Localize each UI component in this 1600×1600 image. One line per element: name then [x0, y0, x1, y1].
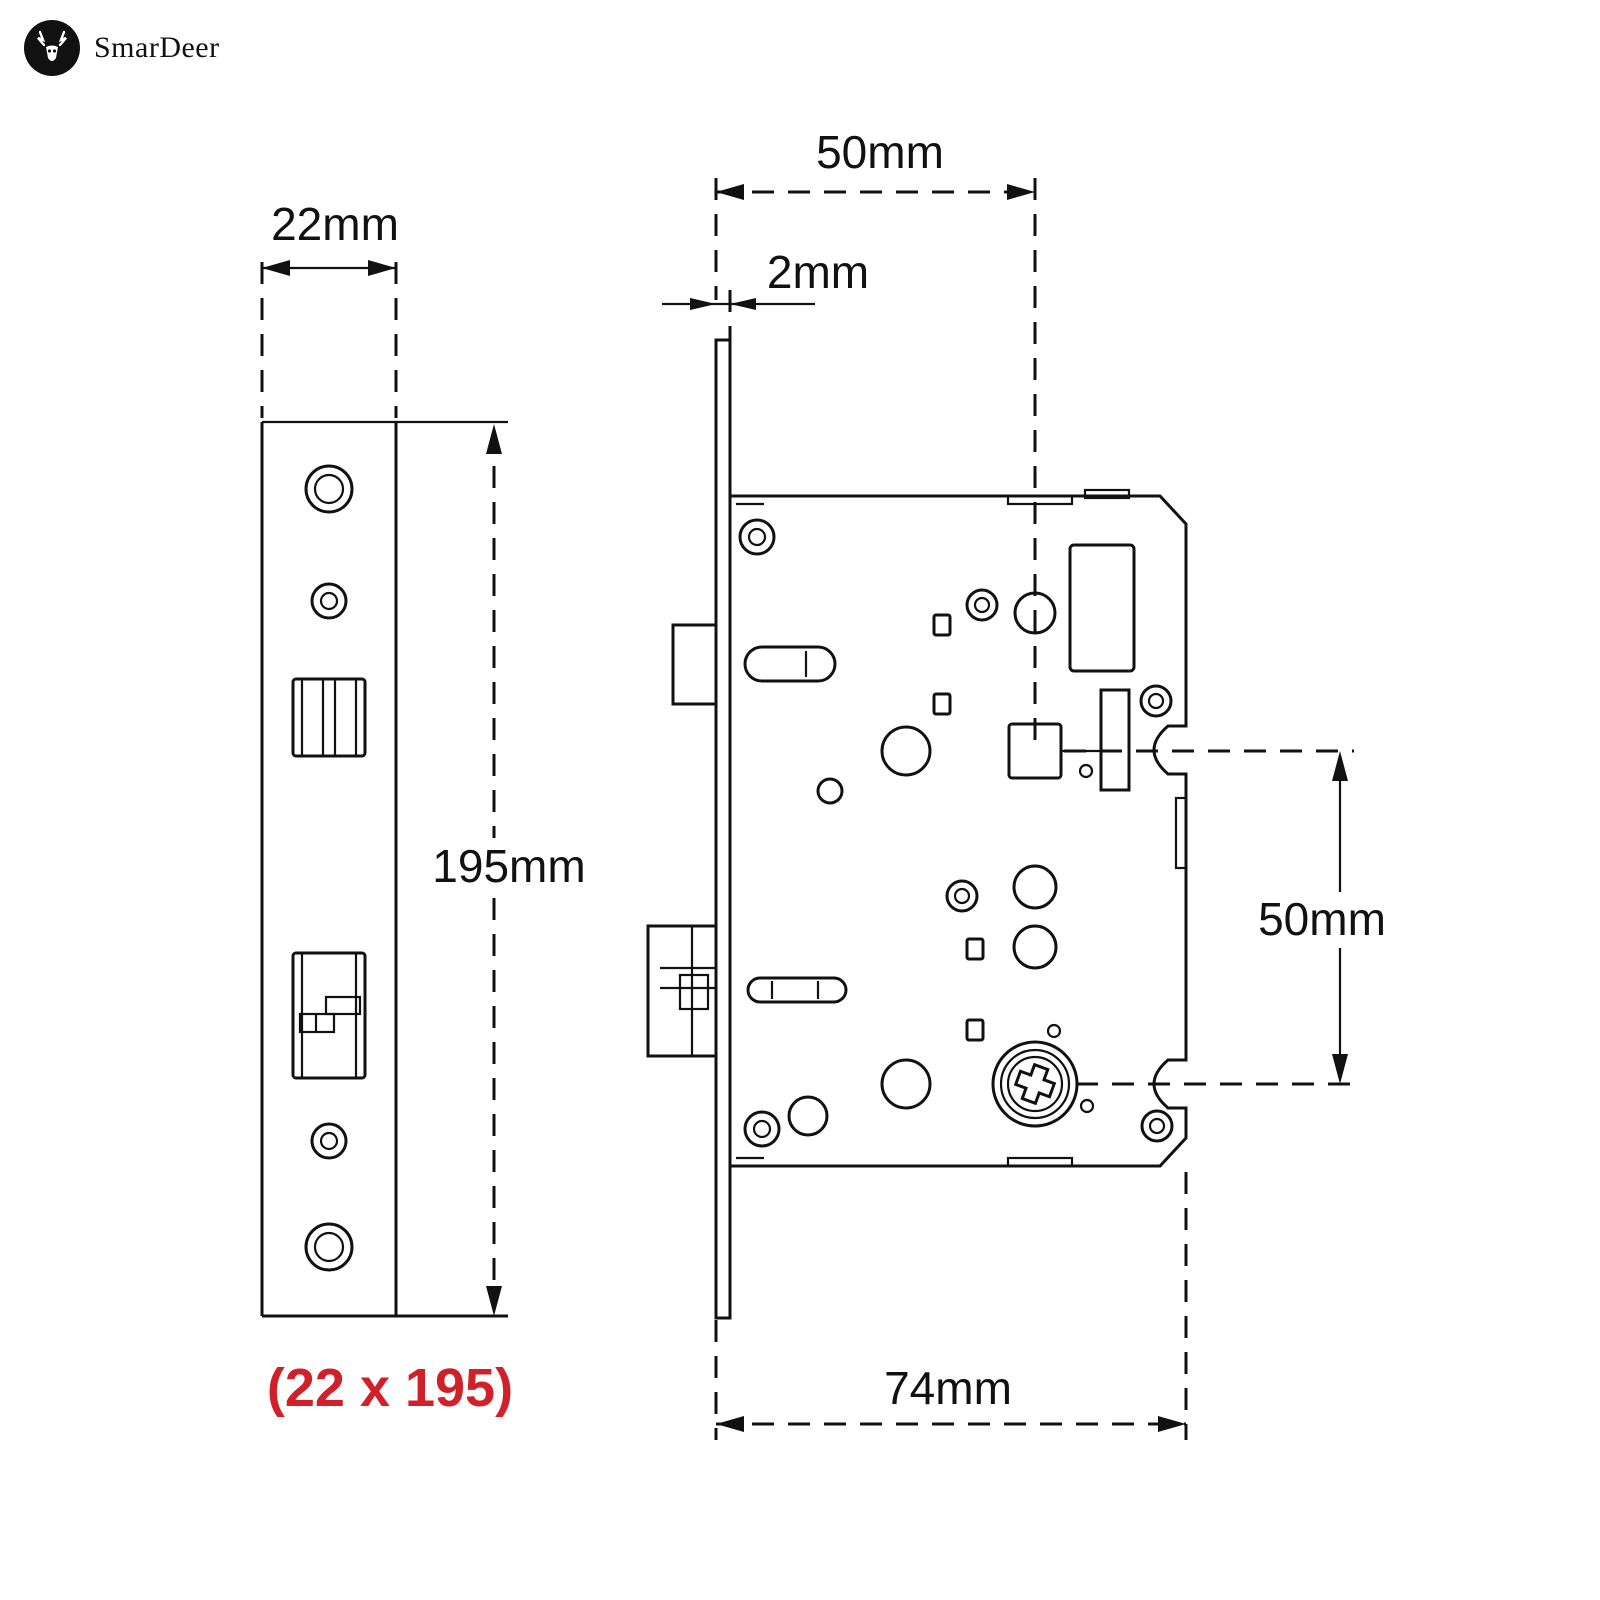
- plate-thickness-label: 2mm: [767, 246, 869, 298]
- case-width-label: 74mm: [884, 1362, 1012, 1414]
- case-hole: [816, 777, 844, 805]
- case-top-clip: [1083, 488, 1131, 500]
- faceplate-height-label: 195mm: [432, 840, 585, 892]
- case-hole: [880, 1058, 932, 1110]
- arrow-left-icon: [262, 260, 290, 276]
- latch-block: [1068, 543, 1136, 673]
- faceplate-width-label: 22mm: [271, 198, 399, 250]
- lever-arm: [1099, 688, 1131, 792]
- deadbolt-guide-slot: [743, 645, 837, 683]
- case-screw-top-right: [1139, 684, 1173, 718]
- arrow-right-icon: [1007, 184, 1035, 200]
- centre-distance-label-bg: [1252, 892, 1392, 948]
- latch-tongue: [646, 924, 718, 1058]
- faceplate-screw-bottom: [304, 1222, 354, 1272]
- lock-case-view: 50mm 2mm: [646, 126, 1392, 1440]
- centre-distance-label: 50mm: [1258, 893, 1386, 945]
- faceplate-screw-upper: [310, 582, 348, 620]
- arrow-right-icon: [690, 298, 716, 310]
- arrow-right-icon: [368, 260, 396, 276]
- brand-name: SmarDeer: [94, 31, 220, 64]
- case-hole: [787, 1095, 829, 1137]
- deer-head-logo-icon: [24, 20, 80, 76]
- case-hole: [1013, 591, 1057, 635]
- brand: SmarDeer: [20, 18, 220, 78]
- faceplate-deadbolt-opening: [291, 677, 367, 758]
- arrow-up-icon: [486, 424, 502, 454]
- case-screw-inner: [965, 588, 999, 622]
- case-top-tab: [1006, 494, 1074, 506]
- case-side-tab: [1174, 796, 1188, 870]
- case-pin: [1078, 763, 1094, 779]
- latch-guide-slot: [746, 976, 848, 1004]
- arrow-right-icon: [1158, 1416, 1186, 1432]
- faceplate-screw-lower: [310, 1122, 348, 1160]
- case-screw-bottom-right: [1140, 1109, 1174, 1143]
- case-hole: [1012, 924, 1058, 970]
- arrow-left-icon: [716, 184, 744, 200]
- faceplate-height-label-bg: [426, 838, 592, 896]
- arrow-down-icon: [1332, 1054, 1348, 1084]
- arrow-down-icon: [486, 1286, 502, 1316]
- case-screw-top-left: [738, 518, 776, 556]
- case-pin: [1079, 1098, 1095, 1114]
- cylinder-cam-icon: [991, 1040, 1079, 1128]
- faceplate-latch-opening: [291, 951, 367, 1080]
- case-rivet: [965, 1018, 985, 1042]
- arrow-left-icon: [716, 1416, 744, 1432]
- size-label: (22 x 195): [267, 1358, 513, 1418]
- backset-label: 50mm: [816, 126, 944, 178]
- case-pin: [1046, 1023, 1062, 1039]
- deadbolt-tongue: [671, 623, 718, 706]
- lock-case-outline: [730, 494, 1188, 1168]
- case-rivet: [932, 613, 952, 637]
- case-bottom-tab: [1006, 1156, 1074, 1168]
- arrow-up-icon: [1332, 751, 1348, 781]
- case-hole: [880, 725, 932, 777]
- case-rivet: [965, 937, 985, 961]
- case-screw-inner: [945, 879, 979, 913]
- faceplate-view: 22mm: [260, 198, 592, 1418]
- front-plate-section: [714, 338, 732, 1320]
- case-rivet: [932, 692, 952, 716]
- case-screw-bottom-left: [743, 1110, 781, 1148]
- case-hole: [1012, 864, 1058, 910]
- arrow-left-icon: [730, 298, 756, 310]
- faceplate-screw-top: [304, 464, 354, 514]
